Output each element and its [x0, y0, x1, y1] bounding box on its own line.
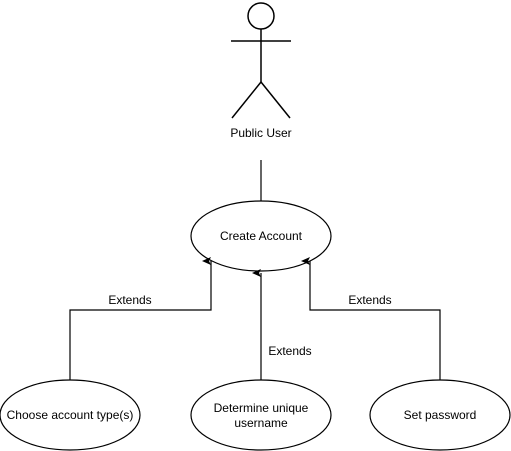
- actor-right-leg: [260, 81, 291, 119]
- use-case-set-password-ellipse: [369, 379, 511, 451]
- use-case-determine-username-ellipse: [190, 379, 332, 451]
- use-case-choose-account-type[interactable]: Choose account type(s): [0, 379, 141, 451]
- actor-head: [247, 2, 275, 30]
- extend-label-right: Extends: [348, 293, 391, 307]
- actor-public-user[interactable]: Public User: [230, 2, 292, 140]
- extend-relation-password[interactable]: Extends: [301, 257, 441, 380]
- use-case-determine-username-label-line1: Determine unique: [214, 401, 309, 415]
- use-case-set-password-label: Set password: [404, 408, 477, 422]
- use-case-choose-account-type-label: Choose account type(s): [7, 408, 134, 422]
- extend-line-left: [69, 257, 212, 380]
- use-case-choose-account-type-ellipse: [0, 379, 141, 451]
- use-case-determine-username-label-line2: username: [234, 416, 288, 430]
- extend-label-left: Extends: [108, 293, 151, 307]
- actor-label: Public User: [230, 126, 291, 140]
- use-case-determine-username[interactable]: Determine unique username: [190, 379, 332, 451]
- extend-line-right: [301, 257, 441, 380]
- use-case-create-account-label: Create Account: [220, 229, 303, 243]
- extend-label-middle: Extends: [268, 344, 311, 358]
- use-case-create-account-ellipse: [190, 200, 332, 272]
- extend-relation-username[interactable]: Extends: [252, 269, 312, 380]
- use-case-create-account[interactable]: Create Account: [190, 200, 332, 272]
- actor-left-leg: [231, 81, 262, 119]
- extend-relation-account-type[interactable]: Extends: [69, 257, 212, 380]
- use-case-set-password[interactable]: Set password: [369, 379, 511, 451]
